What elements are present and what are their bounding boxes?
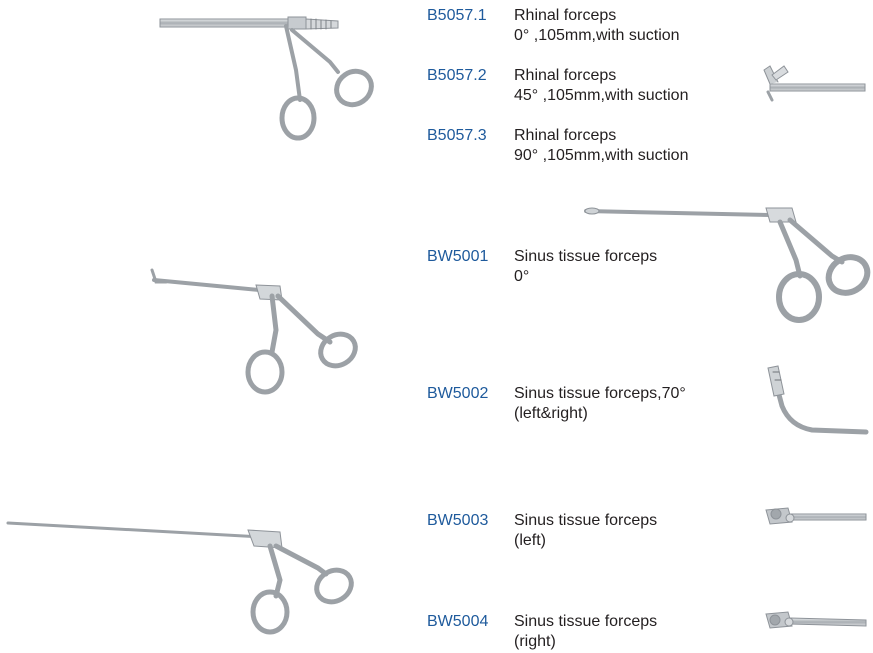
product-name: Rhinal forceps — [514, 67, 617, 84]
product-description: Rhinal forceps 45° ,105mm,with suction — [514, 66, 688, 106]
product-description: Sinus tissue forceps (left) — [514, 511, 657, 551]
product-code: BW5001 — [427, 248, 489, 265]
product-code: BW5002 — [427, 385, 489, 402]
product-description: Sinus tissue forceps 0° — [514, 247, 657, 287]
product-spec: 0° — [514, 268, 530, 285]
product-name: Sinus tissue forceps — [514, 512, 658, 529]
product-code: B5057.1 — [427, 7, 487, 24]
product-code: B5057.2 — [427, 67, 487, 84]
product-description: Sinus tissue forceps,70° (left&right) — [514, 384, 686, 424]
product-name: Rhinal forceps — [514, 7, 617, 24]
product-spec: 45° ,105mm,with suction — [514, 87, 689, 104]
product-name: Sinus tissue forceps,70° — [514, 385, 686, 402]
product-name: Sinus tissue forceps — [514, 248, 658, 265]
product-description: Rhinal forceps 0° ,105mm,with suction — [514, 6, 680, 46]
product-spec: 0° ,105mm,with suction — [514, 27, 680, 44]
product-description: Rhinal forceps 90° ,105mm,with suction — [514, 126, 688, 166]
product-spec: (left&right) — [514, 405, 588, 422]
product-spec: 90° ,105mm,with suction — [514, 147, 689, 164]
product-code: BW5004 — [427, 613, 489, 630]
product-code: BW5003 — [427, 512, 489, 529]
product-name: Rhinal forceps — [514, 127, 617, 144]
product-code: B5057.3 — [427, 127, 487, 144]
product-spec: (left) — [514, 532, 546, 549]
product-spec: (right) — [514, 633, 556, 650]
product-name: Sinus tissue forceps — [514, 613, 658, 630]
product-description: Sinus tissue forceps (right) — [514, 612, 657, 652]
